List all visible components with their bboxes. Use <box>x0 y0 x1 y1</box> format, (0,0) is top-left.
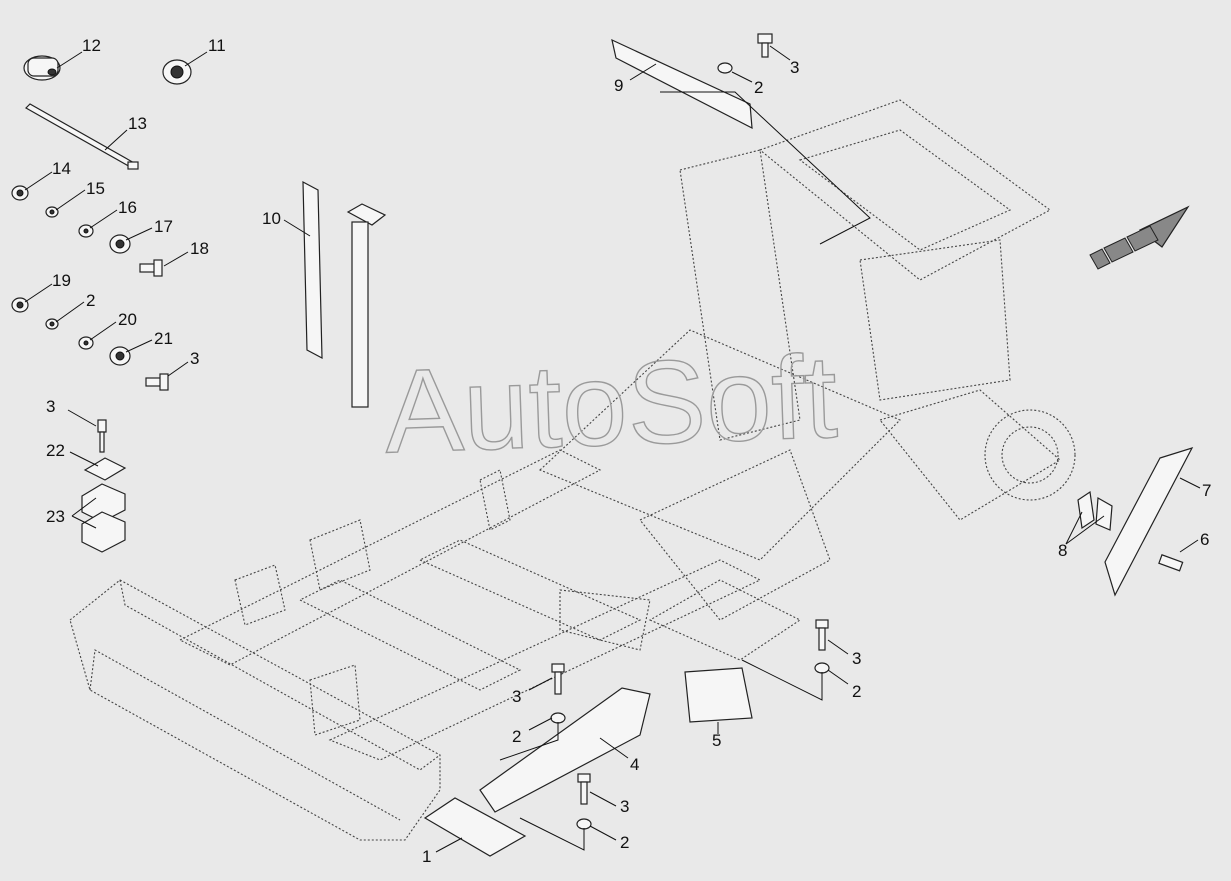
part-23-blocks <box>81 483 126 553</box>
part-3-bolt-5 <box>815 619 829 651</box>
part-2-washer-5 <box>814 662 830 674</box>
part-2-washer-1 <box>576 818 592 830</box>
part-3-bolt-4 <box>551 663 565 695</box>
part-3-bolt-vertical <box>97 419 107 453</box>
vehicle-frame <box>69 99 1076 841</box>
part-9-shield <box>611 38 871 245</box>
label-22: 22 <box>46 441 65 460</box>
label-18: 18 <box>190 239 209 258</box>
part-2-washer-4 <box>550 712 566 724</box>
part-16-washer <box>78 224 94 238</box>
part-7-plate <box>1104 446 1194 597</box>
label-10: 10 <box>262 209 281 228</box>
part-2-washer-top <box>717 62 733 74</box>
part-3-bolt-1 <box>577 773 591 805</box>
part-19-nut <box>11 297 29 313</box>
part-14-nut <box>11 185 29 201</box>
label-17: 17 <box>154 217 173 236</box>
part-1-plate <box>423 797 527 857</box>
part-21-clip <box>109 346 131 366</box>
label-3-top: 3 <box>790 58 799 77</box>
part-5-plate <box>684 667 753 723</box>
label-8: 8 <box>1058 541 1067 560</box>
part-22-plate <box>83 457 127 481</box>
label-2-top: 2 <box>754 78 763 97</box>
leader-1 <box>519 817 585 851</box>
part-12-clamp <box>23 55 61 81</box>
part-2-washer <box>45 318 59 330</box>
label-14: 14 <box>52 159 71 178</box>
leader-5 <box>741 659 823 701</box>
label-19: 19 <box>52 271 71 290</box>
label-9: 9 <box>614 76 623 95</box>
direction-arrow <box>1089 205 1190 270</box>
part-3-bolt <box>145 373 169 391</box>
callout-labels: 12 11 13 14 15 16 17 18 19 2 20 21 3 3 2… <box>46 36 1211 866</box>
watermark: AutoSoft <box>382 331 839 479</box>
label-13: 13 <box>128 114 147 133</box>
label-3-right: 3 <box>852 649 861 668</box>
leader-4 <box>499 722 559 761</box>
label-2-right: 2 <box>852 682 861 701</box>
part-17-clip <box>109 234 131 254</box>
label-3-left: 3 <box>190 349 199 368</box>
label-1: 1 <box>422 847 431 866</box>
part-10-bracket <box>302 180 387 408</box>
part-20-washer <box>78 336 94 350</box>
label-7: 7 <box>1202 481 1211 500</box>
part-6-bolt <box>1158 554 1184 572</box>
part-18-bolt <box>139 259 163 277</box>
label-16: 16 <box>118 198 137 217</box>
label-5: 5 <box>712 731 721 750</box>
label-3-mid: 3 <box>512 687 521 706</box>
leader-lines <box>24 45 1201 853</box>
label-12: 12 <box>82 36 101 55</box>
part-11-grommet <box>162 59 192 85</box>
label-23: 23 <box>46 507 65 526</box>
label-2-bottom: 2 <box>620 833 629 852</box>
label-4: 4 <box>630 755 639 774</box>
label-3-bottom: 3 <box>620 797 629 816</box>
label-11: 11 <box>208 36 226 55</box>
label-2-left: 2 <box>86 291 95 310</box>
label-3-upper: 3 <box>46 397 55 416</box>
part-4-shield <box>479 687 651 813</box>
part-13-cable-tie <box>25 103 139 170</box>
label-21: 21 <box>154 329 173 348</box>
label-20: 20 <box>118 310 137 329</box>
label-6: 6 <box>1200 530 1209 549</box>
part-15-washer <box>45 206 59 218</box>
part-3-bolt-top <box>757 33 773 58</box>
label-15: 15 <box>86 179 105 198</box>
label-2-mid: 2 <box>512 727 521 746</box>
part-8-clamp <box>1077 490 1113 531</box>
